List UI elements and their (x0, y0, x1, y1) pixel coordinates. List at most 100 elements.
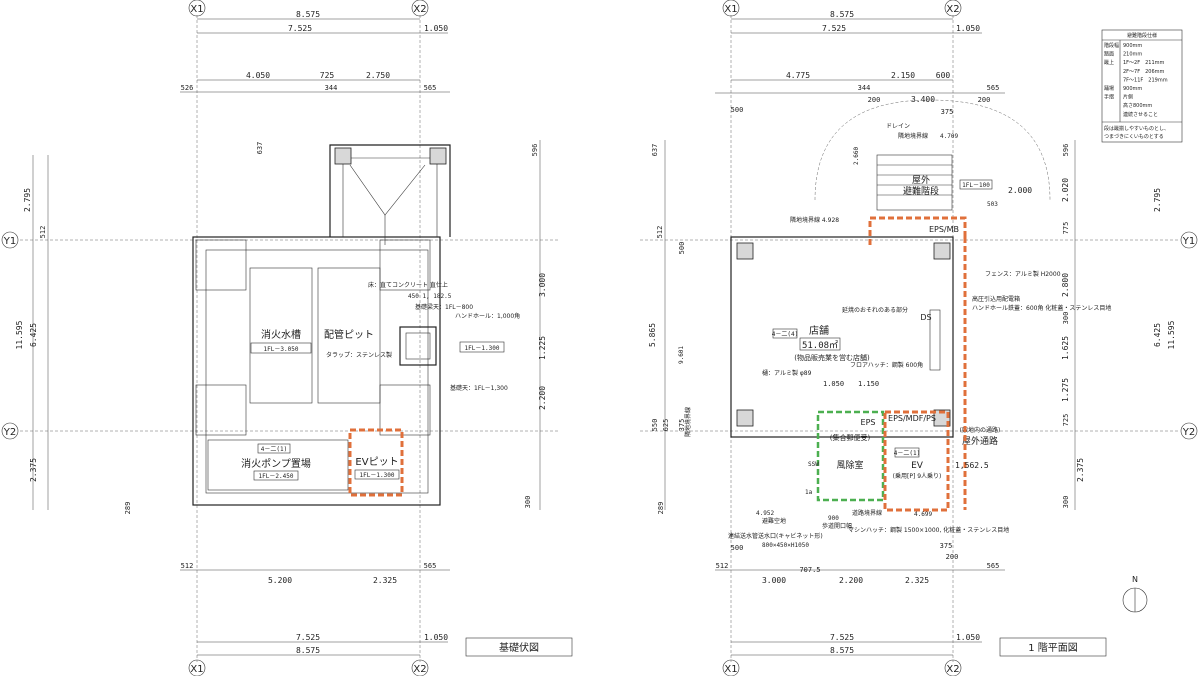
svg-text:600: 600 (936, 71, 951, 80)
svg-text:フェンス：アルミ製 H2000: フェンス：アルミ製 H2000 (985, 270, 1061, 278)
svg-text:344: 344 (858, 84, 871, 92)
grid-bubble-x1-bottom: X1 (188, 659, 206, 676)
svg-text:1FL－1.300: 1FL－1.300 (360, 472, 395, 479)
svg-text:565: 565 (987, 562, 1000, 570)
right-plan-title: 1 階平面図 (1028, 642, 1078, 654)
svg-text:526: 526 (181, 84, 194, 92)
svg-text:(敷地内の通路): (敷地内の通路) (960, 426, 1001, 434)
svg-text:延焼のおそれのある部分: 延焼のおそれのある部分 (842, 306, 908, 314)
svg-text:SSW: SSW (808, 461, 819, 468)
svg-text:1FL－3.050: 1FL－3.050 (264, 346, 299, 353)
svg-text:X2: X2 (946, 4, 959, 15)
spec-row-key: 手摺 (1104, 94, 1114, 101)
svg-text:200: 200 (868, 96, 881, 104)
svg-text:マシンハッチ：鋼製 1500×1000, 化粧蓋・ステンレス: マシンハッチ：鋼製 1500×1000, 化粧蓋・ステンレス目地 (848, 526, 1009, 534)
svg-text:避難空地: 避難空地 (762, 517, 786, 525)
spec-row-value: 1F～2F 211mm (1123, 60, 1165, 66)
grid-bubble-x2-top-r: X2 (944, 0, 962, 17)
svg-text:500: 500 (731, 106, 744, 114)
spec-row-value: 片側 (1123, 94, 1133, 101)
svg-text:512: 512 (656, 226, 664, 239)
svg-text:8.575: 8.575 (296, 646, 320, 655)
svg-text:X2: X2 (946, 664, 959, 675)
svg-text:5.865: 5.865 (648, 323, 657, 347)
spec-row-value: 7F～11F 219mm (1123, 77, 1168, 83)
svg-text:1.275: 1.275 (1061, 378, 1070, 402)
svg-text:1.050: 1.050 (956, 633, 980, 642)
spec-row-key: 蹴上 (1104, 59, 1114, 66)
svg-text:2.795: 2.795 (1153, 188, 1162, 212)
svg-text:1.050: 1.050 (823, 380, 844, 388)
svg-text:3.000: 3.000 (762, 576, 786, 585)
svg-text:725: 725 (320, 71, 335, 80)
svg-text:歩道開口幅: 歩道開口幅 (822, 522, 852, 530)
svg-text:2.200: 2.200 (839, 576, 863, 585)
svg-text:4－二(1): 4－二(1) (261, 446, 287, 453)
svg-text:8.575: 8.575 (830, 646, 854, 655)
svg-text:200: 200 (946, 553, 959, 561)
svg-text:775: 775 (1062, 222, 1070, 235)
room-ev-pit: EVピット (355, 456, 398, 468)
svg-text:ドレイン: ドレイン (886, 123, 910, 130)
grid-bubble-x2-bottom: X2 (411, 659, 429, 676)
svg-text:床：直てコンクリート 直仕上: 床：直てコンクリート 直仕上 (368, 281, 448, 289)
svg-text:725: 725 (1062, 414, 1070, 427)
svg-text:(集合郵便受): (集合郵便受) (830, 433, 871, 442)
svg-text:1.050: 1.050 (956, 24, 980, 33)
svg-text:500: 500 (731, 544, 744, 552)
spec-row-key: 階段幅 (1104, 42, 1119, 49)
svg-text:道路境界線: 道路境界線 (852, 509, 882, 517)
grid-bubble-y1-right: Y1 (1180, 231, 1198, 249)
svg-text:2.325: 2.325 (905, 576, 929, 585)
dim-total-top: 8.575 (296, 10, 320, 19)
svg-text:6.425: 6.425 (29, 323, 38, 347)
svg-text:1FL－2.450: 1FL－2.450 (259, 473, 294, 480)
svg-text:512: 512 (181, 562, 194, 570)
spec-row-key: 踊場 (1104, 85, 1114, 92)
svg-text:4.775: 4.775 (786, 71, 810, 80)
spec-row-value: 900mm (1123, 43, 1142, 49)
spec-row-value: 連続させること (1123, 111, 1158, 118)
svg-text:DS: DS (920, 313, 931, 322)
svg-text:2.375: 2.375 (1076, 458, 1085, 482)
spec-row-key: 踏面 (1104, 51, 1114, 58)
shop-area: 51.08㎡ (802, 340, 838, 351)
svg-text:625: 625 (662, 419, 670, 432)
svg-text:8.575: 8.575 (830, 10, 854, 19)
svg-text:6.425: 6.425 (1153, 323, 1162, 347)
svg-text:512: 512 (716, 562, 729, 570)
svg-text:X1: X1 (190, 664, 203, 675)
spec-row-value: 900mm (1123, 86, 1142, 92)
svg-text:X2: X2 (413, 4, 426, 15)
svg-text:596: 596 (531, 144, 539, 157)
svg-text:基礎天：1FL－1,300: 基礎天：1FL－1,300 (450, 384, 508, 392)
room-shop: 店舗 (809, 324, 829, 337)
svg-text:596: 596 (1062, 144, 1070, 157)
svg-text:2.750: 2.750 (366, 71, 390, 80)
svg-text:隣地境界線: 隣地境界線 (898, 132, 928, 140)
svg-text:300: 300 (524, 496, 532, 509)
grid-bubble-y2-left: Y2 (1, 422, 19, 440)
svg-text:289: 289 (124, 502, 132, 515)
svg-text:隣地境界線 4.928: 隣地境界線 4.928 (790, 216, 839, 224)
svg-text:2.800: 2.800 (1061, 273, 1070, 297)
right-plan: X1 X2 X1 X2 Y1 Y2 8.575 7.525 1.050 4.77… (640, 0, 1198, 676)
grid-bubble-x1-top: X1 (188, 0, 206, 17)
svg-text:200: 200 (978, 96, 991, 104)
svg-text:2.325: 2.325 (373, 576, 397, 585)
svg-text:2.375: 2.375 (29, 458, 38, 482)
svg-text:Y2: Y2 (1182, 427, 1195, 438)
svg-text:2.020: 2.020 (1061, 178, 1070, 202)
left-plan: X1 X2 X1 X2 Y1 Y2 8.575 7.525 1.050 4.05… (1, 0, 573, 676)
svg-text:11.595: 11.595 (1167, 320, 1176, 349)
svg-text:X2: X2 (413, 664, 426, 675)
svg-text:5.200: 5.200 (268, 576, 292, 585)
svg-text:500: 500 (678, 242, 686, 255)
svg-text:707.5: 707.5 (799, 566, 820, 574)
svg-text:Y1: Y1 (3, 236, 16, 247)
svg-text:X1: X1 (190, 4, 203, 15)
svg-text:7.525: 7.525 (822, 24, 846, 33)
svg-text:ハンドホール鉄蓋：600角 化粧蓋・ステンレス目地: ハンドホール鉄蓋：600角 化粧蓋・ステンレス目地 (972, 304, 1111, 312)
svg-text:基礎梁天：1FL－800: 基礎梁天：1FL－800 (415, 303, 473, 311)
